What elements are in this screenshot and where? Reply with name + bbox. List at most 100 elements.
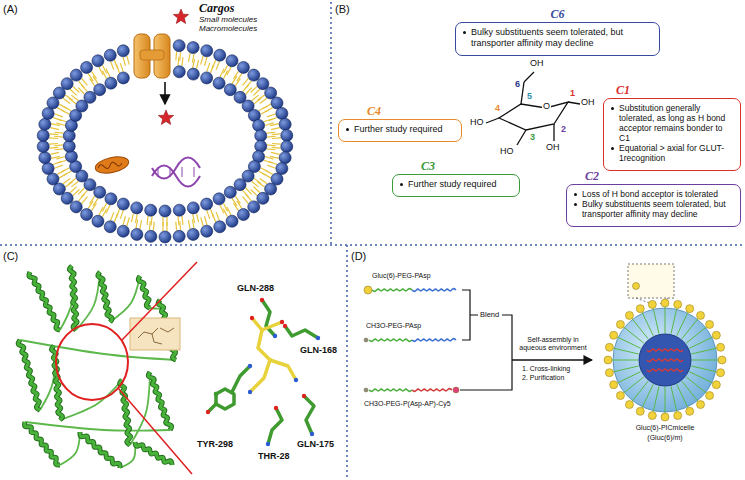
glucose-ligand bbox=[686, 305, 694, 313]
lipid-tail bbox=[181, 216, 183, 225]
process-arrow bbox=[512, 359, 592, 360]
lipid-tail bbox=[251, 86, 258, 92]
mitochondrion bbox=[94, 154, 130, 176]
residue-sticks bbox=[206, 298, 320, 446]
lipid-head bbox=[94, 84, 106, 96]
residue-label: TYR-298 bbox=[197, 440, 233, 450]
lipid-tail bbox=[243, 190, 249, 197]
lipid-tail bbox=[54, 144, 63, 146]
lipid-head bbox=[81, 209, 93, 221]
polymer-label: Gluc(6)-PEG-PAsp bbox=[372, 272, 431, 280]
note-text: Further study required bbox=[408, 179, 497, 190]
lipid-tail bbox=[116, 209, 119, 217]
lipid-tail bbox=[193, 214, 195, 223]
lipid-head bbox=[70, 201, 82, 213]
ligand-inset bbox=[138, 328, 174, 344]
bullet-row: Further study required bbox=[345, 124, 455, 135]
lipid-tail bbox=[211, 64, 214, 72]
lipid-head bbox=[173, 66, 185, 78]
glucose-ligand bbox=[712, 381, 720, 389]
atom-tip bbox=[248, 364, 252, 368]
lipid-head bbox=[159, 231, 171, 243]
lipid-tail bbox=[216, 62, 219, 70]
lipid-tail bbox=[271, 152, 280, 154]
lipid-tail bbox=[90, 196, 95, 203]
lipid-tail bbox=[177, 57, 179, 66]
lipid-tail bbox=[272, 147, 281, 149]
glucose-bond bbox=[486, 118, 499, 123]
micelle-core bbox=[647, 369, 683, 372]
note-box: C4Further study required bbox=[338, 119, 462, 142]
lipid-tail bbox=[111, 212, 114, 220]
lipid-head bbox=[234, 179, 246, 191]
blend-bracket bbox=[460, 315, 512, 390]
protein-helix bbox=[69, 266, 77, 330]
atom-label: OH bbox=[546, 143, 560, 153]
lipid-head bbox=[281, 141, 293, 153]
lipid-tail bbox=[127, 217, 129, 226]
glucose-ligand bbox=[616, 320, 624, 328]
peg-strand bbox=[665, 307, 666, 333]
lipid-head bbox=[187, 42, 199, 54]
glucose-ligand bbox=[610, 331, 618, 339]
lipid-head bbox=[214, 49, 226, 61]
micelle-label: Gluc(6)-PICmicelle bbox=[636, 424, 695, 432]
lipid-tail bbox=[54, 114, 62, 117]
protein-helix bbox=[138, 276, 150, 308]
lipid-tail bbox=[106, 69, 110, 77]
lipid-tail bbox=[49, 147, 58, 149]
panel-divider bbox=[346, 245, 348, 478]
protein-helix bbox=[120, 380, 131, 445]
lipid-tail bbox=[81, 190, 87, 197]
glucose-ligand bbox=[717, 343, 725, 351]
bullet-dot bbox=[611, 147, 614, 150]
box-heading: C2 bbox=[585, 170, 599, 183]
peg-strand bbox=[691, 366, 716, 372]
blend-bracket bbox=[460, 290, 592, 390]
carbon-number: 6 bbox=[514, 80, 521, 90]
lipid-head bbox=[226, 55, 238, 67]
carbon-number: 2 bbox=[560, 125, 567, 135]
protein-helix bbox=[18, 340, 40, 410]
lipid-tail bbox=[162, 217, 163, 226]
peg-strand bbox=[691, 348, 716, 354]
lipid-tail bbox=[251, 189, 258, 195]
atom-tip bbox=[294, 378, 298, 382]
dna-helix bbox=[152, 158, 200, 179]
lipid-tail bbox=[63, 107, 71, 111]
lipid-tail bbox=[246, 188, 252, 195]
note-box: C1Substitution generally tolerated, as l… bbox=[603, 98, 741, 171]
protein-helix bbox=[148, 372, 171, 430]
glucose-ligand bbox=[605, 343, 613, 351]
lipid-head bbox=[201, 45, 213, 57]
atom-tip bbox=[206, 410, 210, 414]
protein-helix bbox=[25, 422, 60, 465]
atom-tip bbox=[273, 334, 277, 338]
lipid-head bbox=[94, 186, 106, 198]
lipid-tail bbox=[70, 187, 77, 193]
lipid-tail bbox=[120, 63, 123, 71]
residue-label: GLN-168 bbox=[300, 346, 337, 356]
peg-strand bbox=[613, 366, 638, 372]
box-heading: C6 bbox=[550, 8, 564, 21]
lipid-head bbox=[65, 151, 77, 163]
lipid-head bbox=[213, 193, 225, 205]
lipid-tail bbox=[254, 178, 261, 184]
lipid-tail bbox=[267, 136, 276, 138]
lipid-head bbox=[63, 130, 75, 142]
glucose-bond bbox=[521, 82, 524, 104]
bullet-row: Equatorial > axial for GLUT-1recognition bbox=[610, 143, 734, 163]
glucose-ligand bbox=[712, 331, 720, 339]
lipid-tail bbox=[252, 181, 259, 187]
peg-strand bbox=[689, 337, 712, 348]
bullet-row: Bulky substituents seem tolerated, but t… bbox=[573, 199, 734, 219]
peg-strand bbox=[671, 386, 677, 411]
lipid-head bbox=[117, 72, 129, 84]
atom-tip bbox=[214, 392, 218, 396]
lipid-tail bbox=[224, 71, 228, 79]
lipid-tail bbox=[102, 71, 106, 79]
lipid-head bbox=[84, 91, 96, 103]
protein-helix bbox=[29, 272, 60, 330]
